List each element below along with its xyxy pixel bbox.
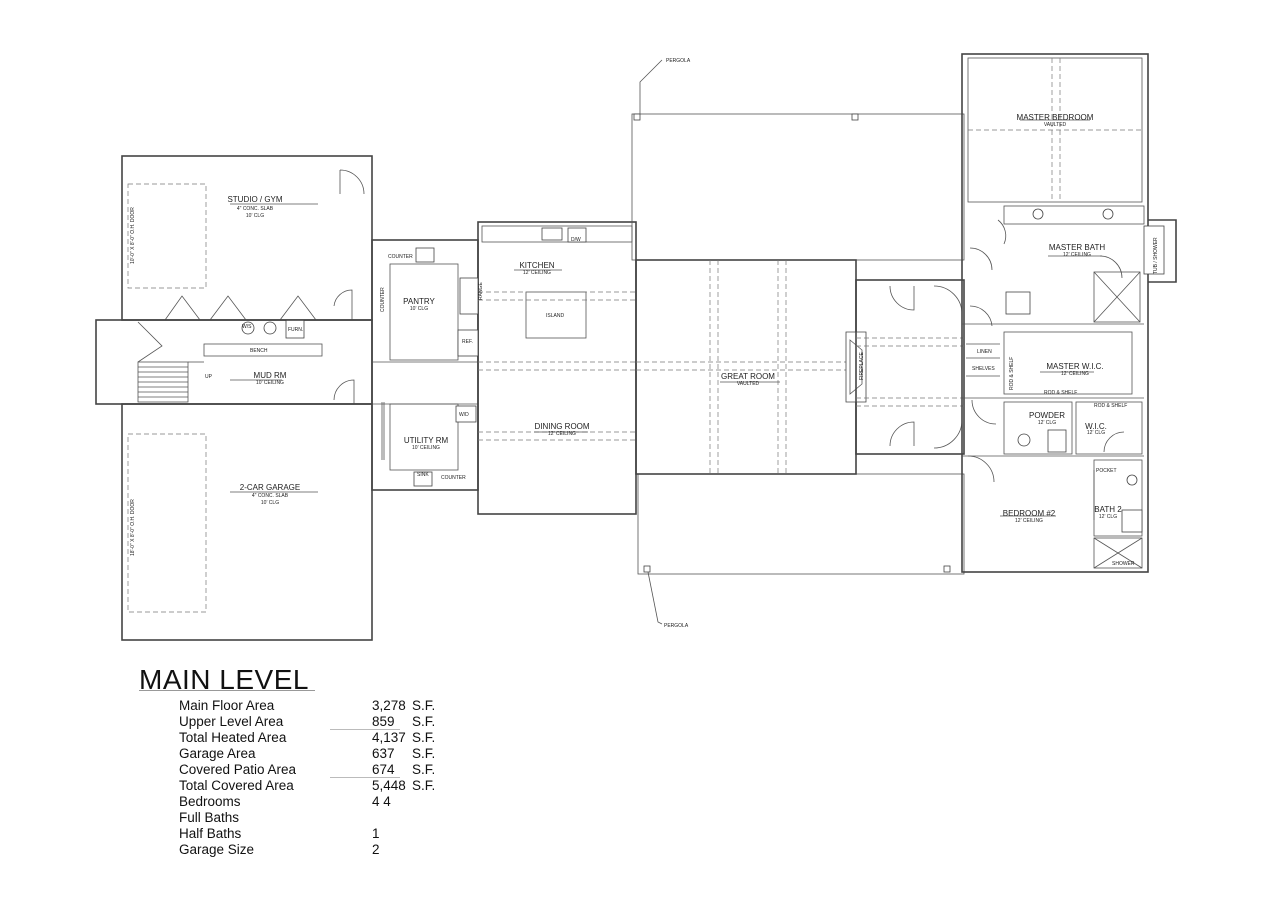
counter-pantry-top: COUNTER	[388, 254, 413, 260]
garage-door-label: 18'-0" X 8'-0" O.H. DOOR	[130, 499, 136, 556]
master-wing	[961, 53, 1177, 573]
garage-name: 2-CAR GARAGE	[240, 483, 300, 492]
row-value: 1	[372, 826, 380, 841]
pergola-bottom-label: PERGOLA	[664, 623, 689, 629]
pergola-top-label: PERGOLA	[666, 58, 691, 64]
bath2-sub1: 12' CLG	[1099, 514, 1117, 520]
furn-label: FURN.	[288, 327, 303, 333]
pantry-sub1: 10' CLG	[410, 306, 428, 312]
wic-sub1: 12' CLG	[1087, 430, 1105, 436]
kitchen-dining	[457, 221, 637, 515]
utility-name: UTILITY RM	[404, 436, 449, 445]
studio-sub1: 4" CONC. SLAB	[237, 206, 274, 212]
kitchen-sub1: 12' CEILING	[523, 270, 551, 276]
row-label: Half Baths	[179, 826, 242, 841]
wd-label: W/D	[459, 412, 469, 418]
great-room-sub1: VAULTED	[737, 381, 760, 387]
row-value: 637	[372, 746, 395, 761]
row-label: Full Baths	[179, 810, 240, 825]
rod-shelf-2-label: ROD & SHELF	[1044, 390, 1077, 396]
row-unit: S.F.	[412, 762, 436, 777]
fireplace-label: FIREPLACE	[859, 352, 865, 380]
master-wic-sub1: 12' CEILING	[1061, 371, 1089, 377]
rod-shelf-1-label: ROD & SHELF	[1009, 357, 1015, 390]
bedroom2-sub1: 12' CEILING	[1015, 518, 1043, 524]
studio-door-label: 10'-0" X 8'-0" O.H. DOOR	[130, 207, 136, 264]
garage-sub1: 4" CONC. SLAB	[252, 493, 289, 499]
great-room	[631, 113, 965, 575]
row-label: Covered Patio Area	[179, 762, 297, 777]
row-label: Garage Area	[179, 746, 256, 761]
sink-label: SINK	[417, 472, 429, 478]
row-unit: S.F.	[412, 730, 436, 745]
bedroom2-name: BEDROOM #2	[1003, 509, 1056, 518]
master-bedroom-sub1: VAULTED	[1044, 122, 1067, 128]
row-unit: S.F.	[412, 778, 436, 793]
row-unit: S.F.	[412, 746, 436, 761]
range-label: RANGE	[478, 282, 484, 300]
shower-label: SHOWER	[1112, 561, 1135, 567]
powder-name: POWDER	[1029, 411, 1065, 420]
row-value: 3,278	[372, 698, 406, 713]
garage-sub2: 10' CLG	[261, 500, 279, 506]
studio-sub2: 10' CLG	[246, 213, 264, 219]
row-unit: S.F.	[412, 698, 436, 713]
floor-plan: STUDIO / GYM 4" CONC. SLAB 10' CLG 2-CAR…	[95, 53, 1177, 641]
row-label: Total Covered Area	[179, 778, 294, 793]
bath2-name: BATH 2	[1094, 505, 1122, 514]
master-wic-name: MASTER W.I.C.	[1046, 362, 1103, 371]
row-value: 859	[372, 714, 395, 729]
service-core	[371, 239, 479, 491]
dining-name: DINING ROOM	[534, 422, 589, 431]
row-label: Upper Level Area	[179, 714, 284, 729]
counter-utility: COUNTER	[441, 475, 466, 481]
bench-label: BENCH	[250, 348, 268, 354]
island-label: ISLAND	[546, 313, 564, 319]
title-underline	[139, 690, 315, 691]
pergola-top-leader	[639, 59, 663, 114]
row-value: 4,137	[372, 730, 406, 745]
ws-label: W/S	[242, 324, 252, 330]
row-label: Bedrooms	[179, 794, 241, 809]
counter-pantry-side: COUNTER	[380, 287, 386, 312]
master-bath-sub1: 12' CEILING	[1063, 252, 1091, 258]
row-value: 5,448	[372, 778, 406, 793]
pocket-label: POCKET	[1096, 468, 1117, 474]
master-bath-name: MASTER BATH	[1049, 243, 1106, 252]
kitchen-name: KITCHEN	[519, 261, 554, 270]
stairs	[137, 321, 204, 403]
up-label: UP	[205, 374, 213, 380]
divider-2	[330, 777, 400, 778]
ref-label: REF.	[462, 339, 473, 345]
mud-name: MUD RM	[254, 371, 287, 380]
master-bedroom-name: MASTER BEDROOM	[1017, 113, 1094, 122]
row-unit: S.F.	[412, 714, 436, 729]
mud-sub1: 10' CEILING	[256, 380, 284, 386]
row-value: 4 4	[372, 794, 391, 809]
rod-shelf-3-label: ROD & SHELF	[1094, 403, 1127, 409]
shelves-label: SHELVES	[972, 366, 995, 372]
utility-sub1: 10' CEILING	[412, 445, 440, 451]
row-label: Garage Size	[179, 842, 255, 857]
level-title: MAIN LEVEL	[139, 664, 309, 695]
row-value: 674	[372, 762, 395, 777]
great-room-name: GREAT ROOM	[721, 372, 775, 381]
wic-name: W.I.C.	[1085, 422, 1107, 431]
tub-shower-label: TUB / SHOWER	[1153, 237, 1159, 274]
pergola-bottom-leader	[647, 571, 663, 625]
dining-sub1: 12' CEILING	[548, 431, 576, 437]
row-label: Main Floor Area	[179, 698, 275, 713]
pantry-name: PANTRY	[403, 297, 435, 306]
linen-label: LINEN	[977, 349, 992, 355]
left-wing	[95, 155, 373, 641]
dw-label: D/W	[571, 237, 581, 243]
studio-name: STUDIO / GYM	[227, 195, 282, 204]
row-value: 2	[372, 842, 380, 857]
row-label: Total Heated Area	[179, 730, 287, 745]
divider-1	[330, 729, 400, 730]
powder-sub1: 12' CLG	[1038, 420, 1056, 426]
